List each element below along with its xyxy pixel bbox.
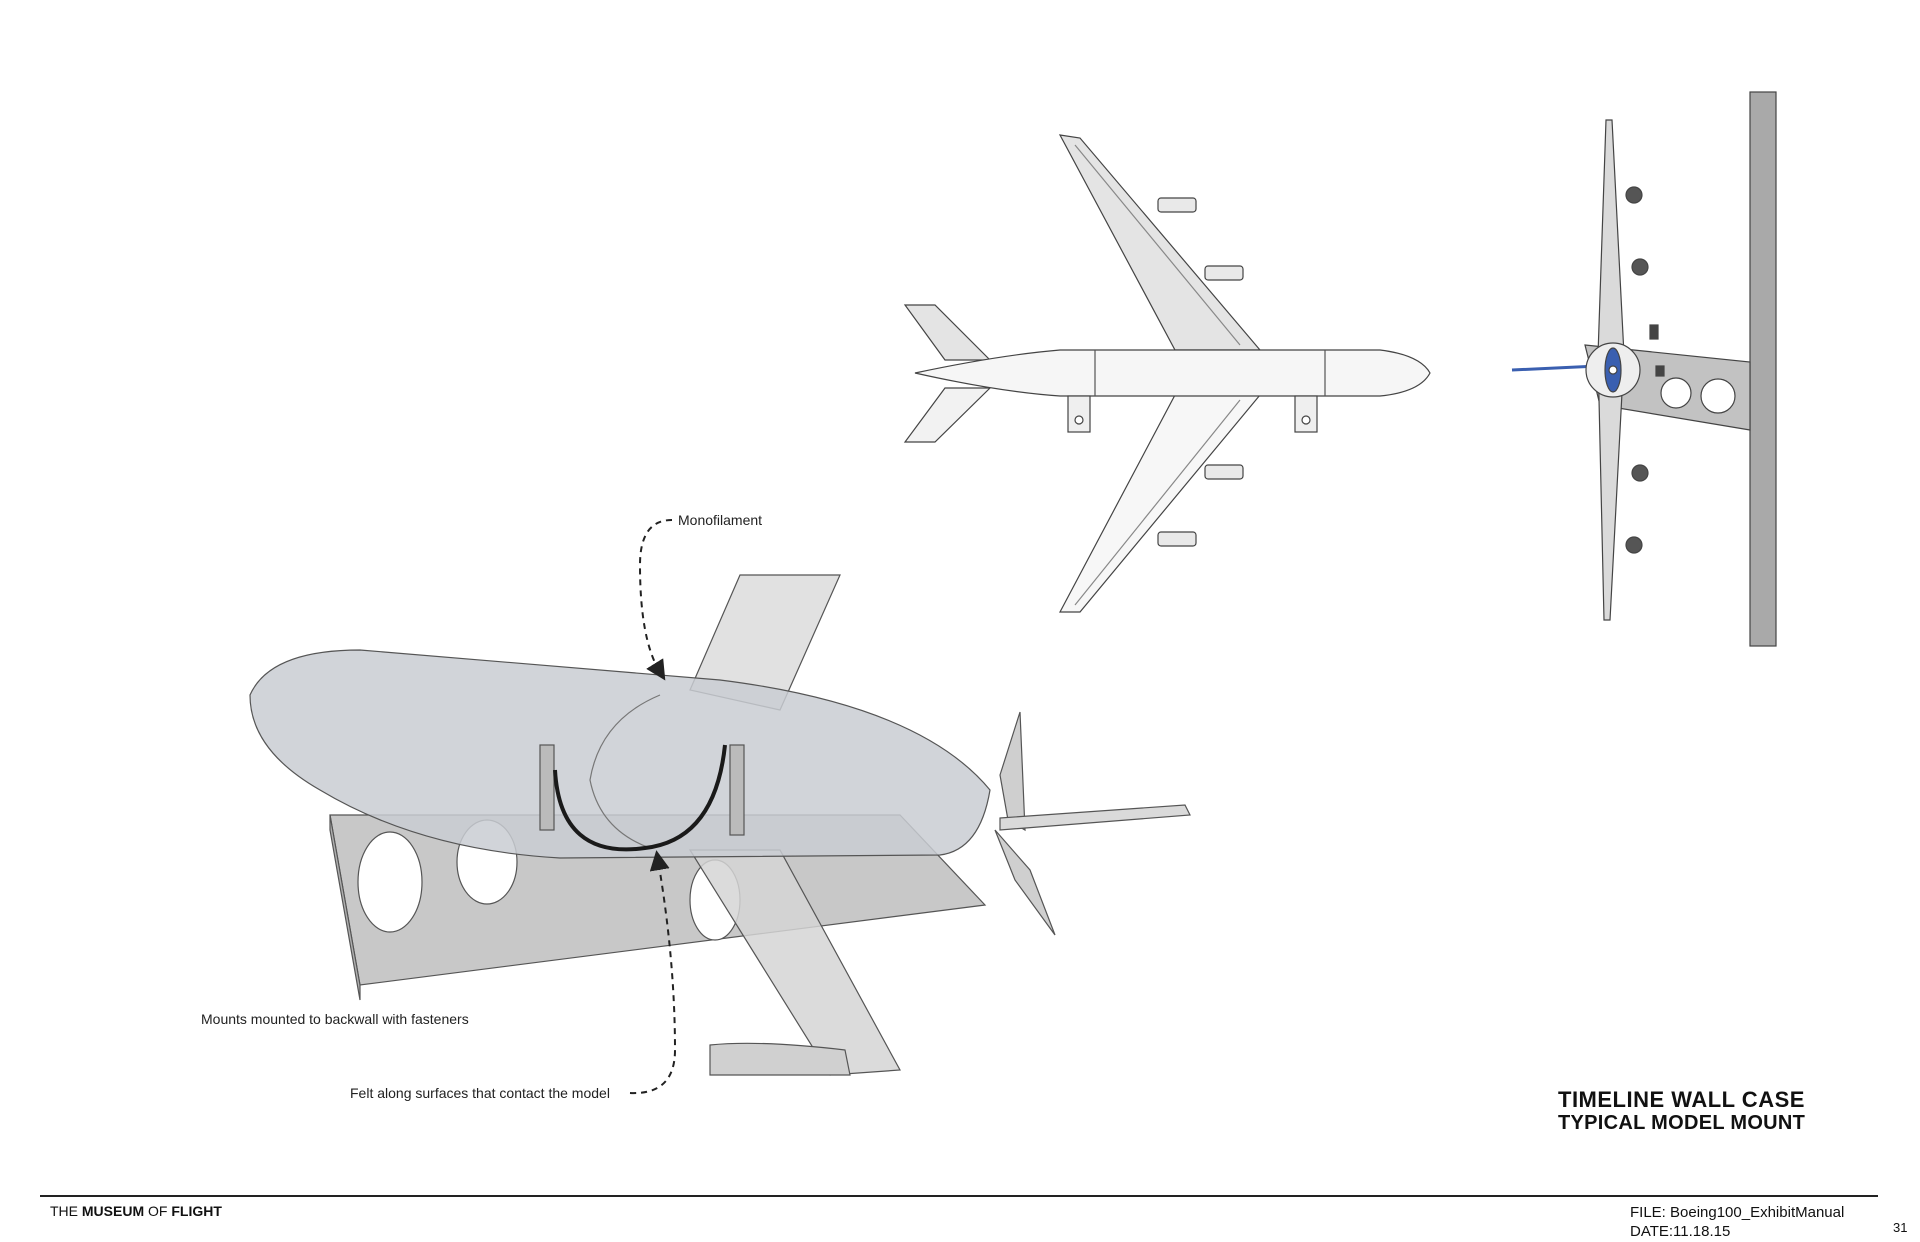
top-view-mount-tab [1067,395,1091,433]
front-view-mount [1511,91,1777,647]
perspective-fuselage [249,649,991,859]
top-view-tail-lower [903,387,992,443]
title-main: TIMELINE WALL CASE [1558,1087,1805,1112]
title-block: TIMELINE WALL CASE TYPICAL MODEL MOUNT [1558,1087,1806,1135]
page-number: 31 [1893,1220,1908,1235]
footer-org-of: OF [148,1203,168,1219]
footer-org-the: THE [50,1203,78,1219]
felt-label: Felt along surfaces that contact the mod… [350,1085,610,1101]
top-view-engine [1157,197,1197,213]
front-view-engine [1625,536,1643,554]
felt-leader [629,850,677,1095]
footer-file-info: FILE: Boeing100_ExhibitManual DATE:11.18… [1630,1203,1844,1241]
bracket-hole [1660,377,1692,409]
perspective-view [249,574,1191,1076]
footer-file: FILE: Boeing100_ExhibitManual [1630,1204,1845,1221]
top-view-airplane [903,134,1431,613]
back-wall [1749,91,1777,647]
monofilament-label: Monofilament [678,512,763,528]
top-view-engine [1204,464,1244,480]
front-view-engine [1625,186,1643,204]
footer-org: THE MUSEUM OF FLIGHT [50,1203,222,1219]
top-view-tail-upper [903,304,992,361]
top-view-mount-tab [1294,395,1318,433]
perspective-horizontal-tail [999,804,1191,831]
mounts-label: Mounts mounted to backwall with fastener… [201,1011,469,1027]
top-view-engine [1157,531,1197,547]
perspective-lower-tail [994,829,1056,936]
top-view-fuselage [914,349,1431,397]
perspective-vertical-tail [999,711,1026,832]
front-view-engine [1631,258,1649,276]
footer-date: DATE:11.18.15 [1630,1223,1731,1240]
footer-rule [40,1195,1878,1197]
footer-org-flight: FLIGHT [171,1203,222,1219]
monofilament-leader [638,519,673,681]
monofilament-line [553,744,727,852]
top-view-engine [1204,265,1244,281]
front-view-engine [1631,464,1649,482]
perspective-engine [709,1042,851,1076]
top-view-upper-wing [1058,134,1262,351]
title-sub: TYPICAL MODEL MOUNT [1558,1112,1806,1134]
footer-org-museum: MUSEUM [81,1203,145,1219]
bracket-hole [1700,378,1736,414]
plate-hole [357,831,423,933]
